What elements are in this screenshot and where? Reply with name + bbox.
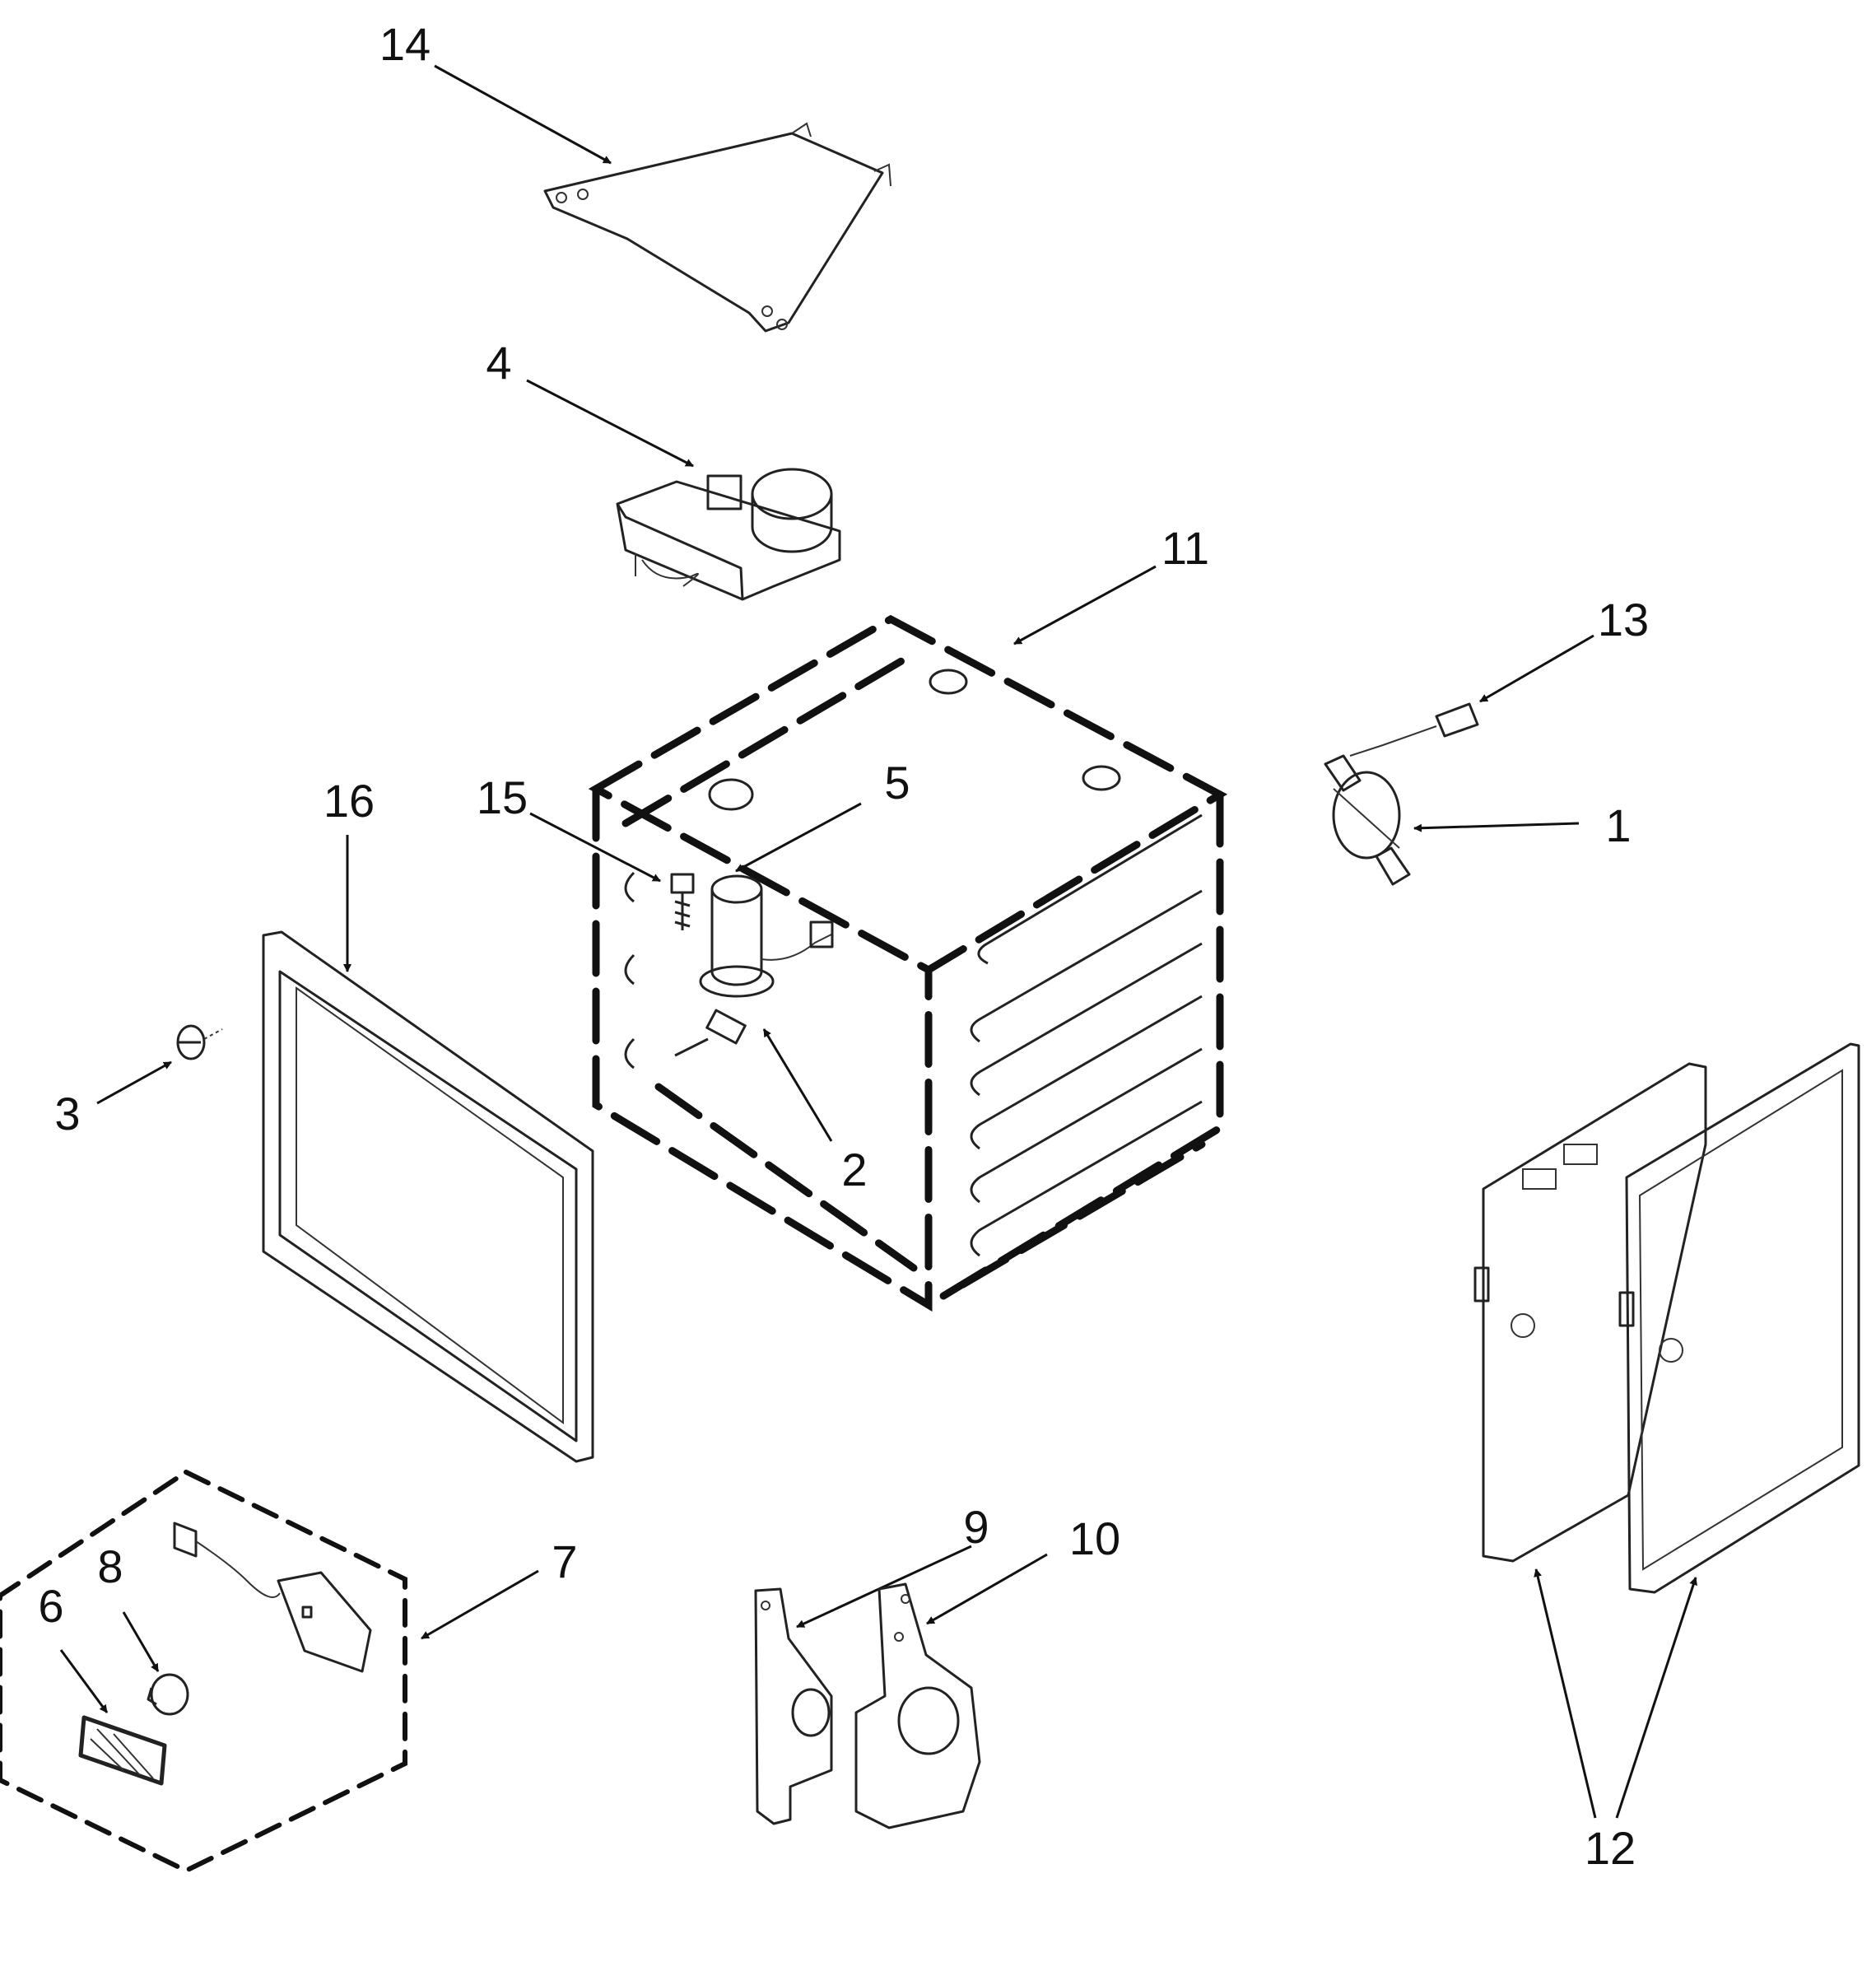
- leader-9: [796, 1545, 972, 1629]
- part-16-front-frame: [262, 930, 594, 1463]
- leader-13: [1479, 634, 1594, 703]
- part-11-oven-cavity: [588, 614, 1228, 1312]
- callout-12: 12: [1585, 1822, 1636, 1874]
- leader-5: [735, 802, 862, 873]
- leader-2: [762, 1028, 833, 1142]
- callout-9: 9: [963, 1501, 989, 1553]
- part-14-bracket: [543, 122, 891, 333]
- leader-7: [421, 1569, 539, 1640]
- leader-8: [122, 1611, 160, 1672]
- callout-6: 6: [38, 1580, 63, 1632]
- part-4-latch-motor: [616, 468, 841, 601]
- callout-2: 2: [841, 1144, 867, 1195]
- leader-15: [529, 812, 661, 883]
- callout-8: 8: [97, 1540, 123, 1592]
- callout-5: 5: [884, 757, 910, 809]
- part-13-screw: [1349, 702, 1479, 757]
- callout-7: 7: [552, 1536, 577, 1587]
- leader-1: [1413, 822, 1580, 832]
- part-3-knob: [176, 1024, 223, 1060]
- callout-13: 13: [1598, 594, 1649, 645]
- part-8-bulb: [147, 1673, 189, 1716]
- leader-4: [526, 379, 694, 468]
- callout-4: 4: [486, 337, 511, 389]
- part-7-light-kit: [0, 1469, 407, 1874]
- part-6-lens: [78, 1715, 167, 1786]
- leader-12a: [1534, 1568, 1597, 1819]
- callout-16: 16: [324, 775, 375, 827]
- leader-14: [434, 64, 612, 165]
- part-15-screw: [670, 873, 695, 930]
- callout-11: 11: [1161, 522, 1209, 574]
- callout-14: 14: [379, 18, 431, 70]
- part-12-side-panels: [1473, 1042, 1860, 1594]
- part-10-hinge: [854, 1582, 981, 1829]
- callout-15: 15: [477, 771, 528, 823]
- leader-3: [96, 1060, 172, 1105]
- part-9-hinge: [754, 1587, 833, 1825]
- part-2-connector: [674, 1009, 747, 1057]
- part-5-sensor: [699, 874, 834, 998]
- leader-10: [926, 1553, 1048, 1625]
- part-1-thermostat: [1324, 754, 1411, 886]
- callout-10: 10: [1069, 1512, 1120, 1564]
- leader-12b: [1615, 1577, 1697, 1819]
- leader-11: [1013, 565, 1157, 645]
- leader-6: [59, 1649, 109, 1713]
- callout-1: 1: [1605, 799, 1631, 851]
- callout-3: 3: [54, 1088, 80, 1139]
